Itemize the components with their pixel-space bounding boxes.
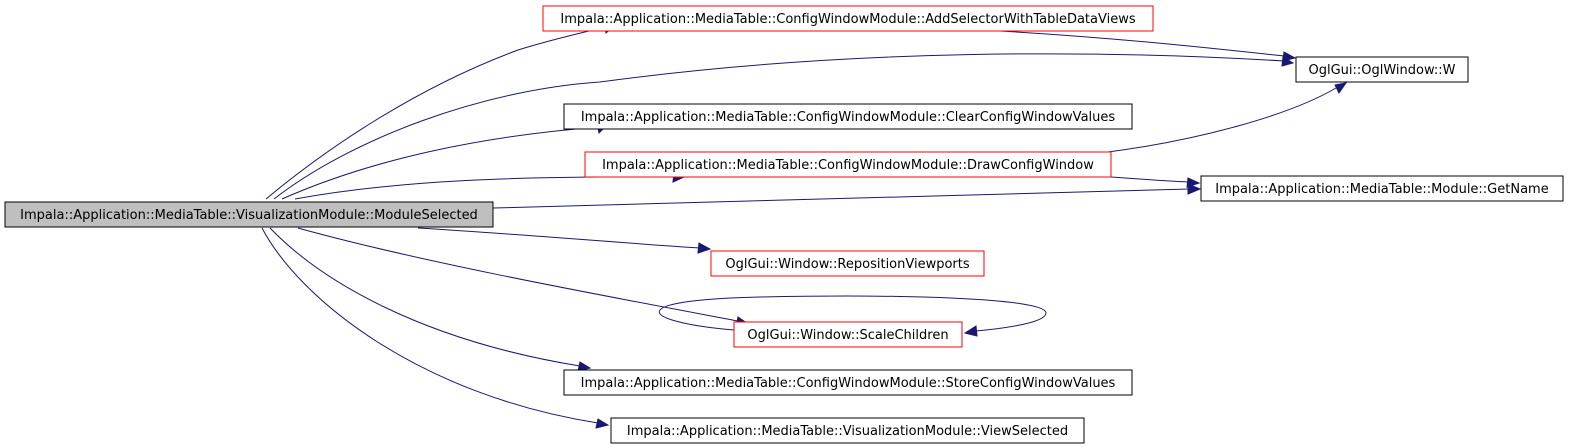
edge-root-to-clear_config xyxy=(281,122,607,200)
edge-draw_config-to-get_name xyxy=(1110,176,1201,188)
edge-root-to-add_selector xyxy=(265,22,614,200)
edge-line xyxy=(417,227,701,249)
node-reposition[interactable]: OglGui::Window::RepositionViewports xyxy=(710,250,985,277)
nodes-layer: Impala::Application::MediaTable::Visuali… xyxy=(4,5,1564,444)
edge-line xyxy=(281,126,601,200)
edge-root-to-store_config xyxy=(269,227,592,372)
edge-arrowhead xyxy=(595,418,610,429)
node-oglwindow-w[interactable]: OglGui::OglWindow::W xyxy=(1295,56,1469,83)
node-draw-config[interactable]: Impala::Application::MediaTable::ConfigW… xyxy=(584,151,1112,178)
node-label: Impala::Application::MediaTable::ConfigW… xyxy=(602,158,1094,173)
edge-line xyxy=(1107,87,1337,153)
node-box xyxy=(1200,175,1564,202)
node-get-name[interactable]: Impala::Application::MediaTable::Module:… xyxy=(1200,175,1564,202)
edge-line xyxy=(265,26,607,200)
node-box xyxy=(563,103,1133,130)
node-clear-config[interactable]: Impala::Application::MediaTable::ConfigW… xyxy=(563,103,1133,130)
edge-root-to-view_selected xyxy=(261,227,610,429)
node-root: Impala::Application::MediaTable::Visuali… xyxy=(4,201,494,228)
node-box xyxy=(1295,56,1469,83)
edge-line xyxy=(658,295,1047,332)
node-box xyxy=(563,369,1133,396)
edge-arrowhead xyxy=(1186,177,1201,188)
edge-line xyxy=(273,53,1285,200)
node-add-selector[interactable]: Impala::Application::MediaTable::ConfigW… xyxy=(542,5,1154,32)
edge-line xyxy=(297,227,739,322)
edge-line xyxy=(261,227,599,424)
node-box xyxy=(584,151,1112,178)
edge-line xyxy=(1110,176,1189,183)
edge-line xyxy=(269,227,581,367)
node-label: Impala::Application::MediaTable::ConfigW… xyxy=(581,376,1116,391)
node-box xyxy=(710,250,985,277)
node-box xyxy=(4,201,494,228)
edge-line xyxy=(999,30,1285,57)
edge-add_selector-to-oglwindow_w xyxy=(999,30,1297,62)
edge-scale_children-to-scale_children xyxy=(658,295,1047,337)
node-view-selected[interactable]: Impala::Application::MediaTable::Visuali… xyxy=(610,417,1085,444)
edge-root-to-reposition xyxy=(417,227,712,254)
edge-arrowhead xyxy=(1282,51,1297,62)
node-scale-children[interactable]: OglGui::Window::ScaleChildren xyxy=(733,321,963,348)
node-label: Impala::Application::MediaTable::ConfigW… xyxy=(560,12,1135,27)
node-label: OglGui::Window::ScaleChildren xyxy=(747,328,948,343)
node-box xyxy=(610,417,1085,444)
edge-root-to-get_name xyxy=(492,183,1202,209)
node-label: Impala::Application::MediaTable::Module:… xyxy=(1215,182,1548,197)
edge-arrowhead xyxy=(1334,82,1348,94)
node-store-config[interactable]: Impala::Application::MediaTable::ConfigW… xyxy=(563,369,1133,396)
edge-line xyxy=(294,176,675,200)
node-label: OglGui::Window::RepositionViewports xyxy=(725,257,970,272)
edge-arrowhead xyxy=(697,242,712,254)
node-label: Impala::Application::MediaTable::ConfigW… xyxy=(581,110,1116,125)
node-box xyxy=(733,321,963,348)
node-label: Impala::Application::MediaTable::Visuali… xyxy=(627,424,1068,439)
edge-draw_config-to-oglwindow_w xyxy=(1107,82,1348,153)
edge-line xyxy=(492,188,1191,209)
node-label: Impala::Application::MediaTable::Visuali… xyxy=(20,208,478,223)
node-box xyxy=(542,5,1154,32)
node-label: OglGui::OglWindow::W xyxy=(1308,63,1455,78)
edge-arrowhead xyxy=(1187,183,1202,195)
edge-root-to-scale_children xyxy=(297,227,750,327)
edge-arrowhead xyxy=(963,325,978,337)
